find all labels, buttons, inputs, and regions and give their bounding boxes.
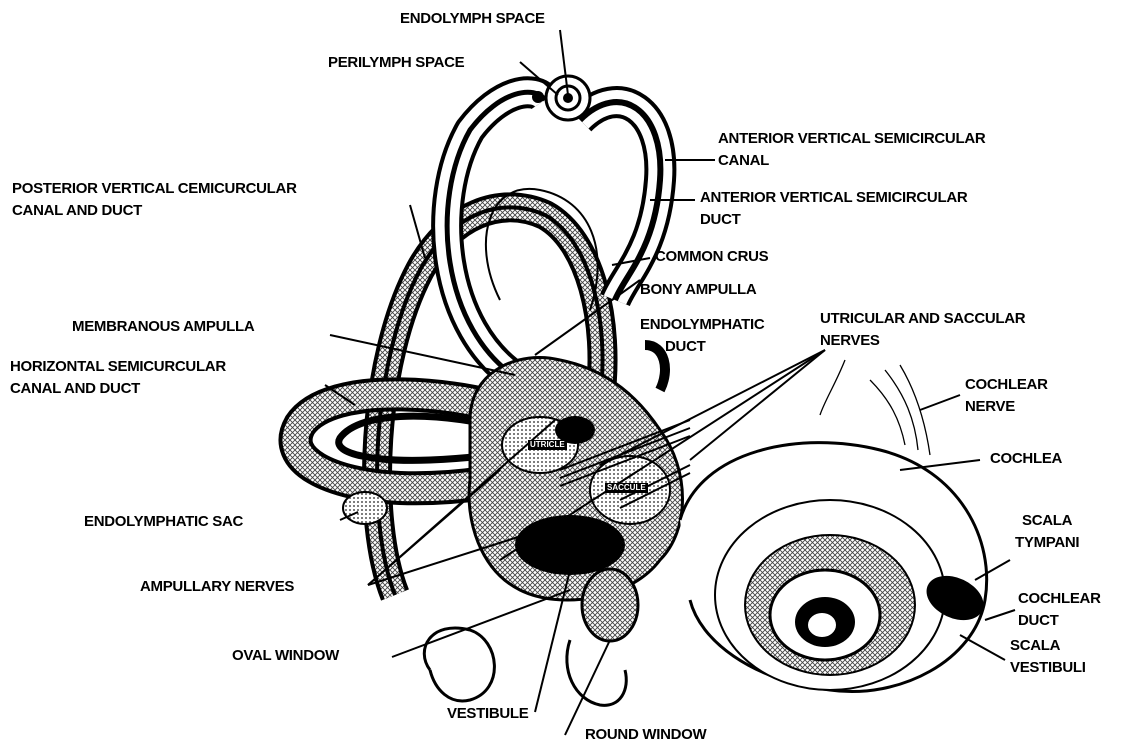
label-scala-tympani-2: TYMPANI (1015, 532, 1079, 554)
label-anterior-canal-2: CANAL (718, 150, 769, 172)
label-endolymphatic-duct-2: DUCT (665, 336, 705, 358)
label-common-crus: COMMON CRUS (655, 246, 768, 268)
oval-window-shape (582, 569, 638, 641)
label-utricle: UTRICLE (528, 440, 567, 450)
label-membranous-ampulla: MEMBRANOUS AMPULLA (72, 316, 254, 338)
label-cochlear-duct-2: DUCT (1018, 610, 1058, 632)
label-vestibule: VESTIBULE (447, 703, 528, 725)
label-cochlear-duct: COCHLEAR (1018, 588, 1101, 610)
label-posterior-canal-2: CANAL AND DUCT (12, 200, 142, 222)
label-saccule: SACCULE (605, 483, 648, 493)
label-perilymph-space: PERILYMPH SPACE (328, 52, 464, 74)
label-endolymphatic-duct: ENDOLYMPHATIC (640, 314, 764, 336)
endolymphatic-sac-shape (343, 492, 387, 524)
cochlear-nerve-fibers (820, 360, 930, 455)
label-horizontal-canal-2: CANAL AND DUCT (10, 378, 140, 400)
cochlea-shape (680, 443, 991, 692)
label-round-window: ROUND WINDOW (585, 724, 706, 746)
label-scala-vestibuli: SCALA (1010, 635, 1060, 657)
label-horizontal-canal: HORIZONTAL SEMICURCULAR (10, 356, 226, 378)
endolymphatic-duct-shape (645, 345, 665, 390)
round-window-shape (567, 640, 626, 705)
stapes-shape (424, 628, 494, 701)
label-cochlear-nerve: COCHLEAR (965, 374, 1048, 396)
label-anterior-canal: ANTERIOR VERTICAL SEMICIRCULAR (718, 128, 985, 150)
label-oval-window: OVAL WINDOW (232, 645, 339, 667)
label-bony-ampulla: BONY AMPULLA (640, 279, 756, 301)
label-cochlear-nerve-2: NERVE (965, 396, 1015, 418)
vestibule-shape (469, 358, 682, 601)
label-cochlea: COCHLEA (990, 448, 1062, 470)
label-utricular-saccular-nerves-2: NERVES (820, 330, 880, 352)
label-scala-vestibuli-2: VESTIBULI (1010, 657, 1086, 679)
label-anterior-duct: ANTERIOR VERTICAL SEMICIRCULAR (700, 187, 967, 209)
label-anterior-duct-2: DUCT (700, 209, 740, 231)
label-utricular-saccular-nerves: UTRICULAR AND SACCULAR (820, 308, 1025, 330)
label-endolymphatic-sac: ENDOLYMPHATIC SAC (84, 511, 243, 533)
label-endolymph-space: ENDOLYMPH SPACE (400, 8, 545, 30)
label-ampullary-nerves: AMPULLARY NERVES (140, 576, 294, 598)
label-scala-tympani: SCALA (1022, 510, 1072, 532)
label-posterior-canal: POSTERIOR VERTICAL CEMICURCULAR (12, 178, 297, 200)
